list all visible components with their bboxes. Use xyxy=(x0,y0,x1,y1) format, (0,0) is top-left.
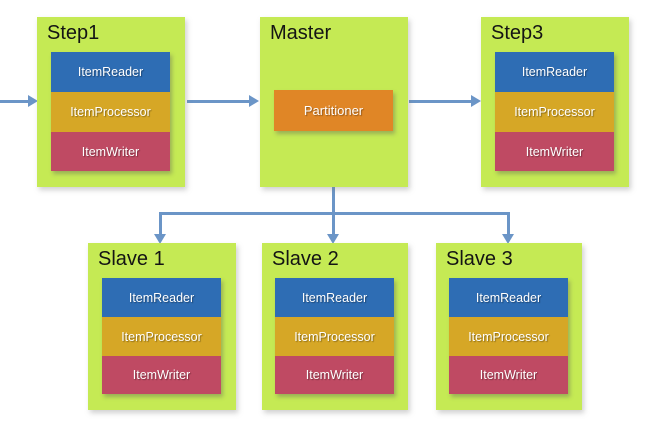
node-slave2-item-processor[interactable]: ItemProcessor xyxy=(275,317,394,356)
edge-master-to-slave2-arrowhead xyxy=(327,234,339,244)
node-slave2-title: Slave 2 xyxy=(272,248,339,270)
node-slave3-components: ItemReader ItemProcessor ItemWriter xyxy=(449,278,568,394)
edge-step1-to-master-arrowhead xyxy=(249,95,259,107)
node-slave1-title: Slave 1 xyxy=(98,248,165,270)
node-slave2-item-writer[interactable]: ItemWriter xyxy=(275,356,394,394)
node-step1-item-processor[interactable]: ItemProcessor xyxy=(51,92,170,132)
node-slave1-item-writer[interactable]: ItemWriter xyxy=(102,356,221,394)
edge-master-to-step3-line xyxy=(409,100,473,103)
node-slave1[interactable]: Slave 1 ItemReader ItemProcessor ItemWri… xyxy=(88,243,236,410)
edge-master-to-slave3-line xyxy=(507,212,510,236)
node-step1-item-writer[interactable]: ItemWriter xyxy=(51,132,170,171)
node-master-components: Partitioner xyxy=(274,90,393,131)
node-step3-item-processor[interactable]: ItemProcessor xyxy=(495,92,614,132)
node-step3-item-writer[interactable]: ItemWriter xyxy=(495,132,614,171)
edge-master-to-slave2-line xyxy=(332,212,335,236)
edge-master-to-step3-arrowhead xyxy=(471,95,481,107)
edge-master-to-slave3-arrowhead xyxy=(502,234,514,244)
node-step3-item-reader[interactable]: ItemReader xyxy=(495,52,614,92)
edge-master-to-slave1-line xyxy=(159,212,162,236)
node-slave3-item-writer[interactable]: ItemWriter xyxy=(449,356,568,394)
node-slave1-item-processor[interactable]: ItemProcessor xyxy=(102,317,221,356)
node-step1-title: Step1 xyxy=(47,22,100,44)
node-slave2-item-reader[interactable]: ItemReader xyxy=(275,278,394,317)
node-slave1-item-reader[interactable]: ItemReader xyxy=(102,278,221,317)
node-step1-item-reader[interactable]: ItemReader xyxy=(51,52,170,92)
node-step3-components: ItemReader ItemProcessor ItemWriter xyxy=(495,52,614,171)
edge-master-stem xyxy=(332,186,335,214)
edge-step1-to-master-line xyxy=(187,100,251,103)
edge-master-to-slave1-arrowhead xyxy=(154,234,166,244)
node-slave3-item-processor[interactable]: ItemProcessor xyxy=(449,317,568,356)
node-master-title: Master xyxy=(270,22,332,44)
node-slave3-title: Slave 3 xyxy=(446,248,513,270)
node-step3[interactable]: Step3 ItemReader ItemProcessor ItemWrite… xyxy=(481,17,629,187)
node-master-partitioner[interactable]: Partitioner xyxy=(274,90,393,131)
node-master[interactable]: Master Partitioner xyxy=(260,17,408,187)
edge-entry-to-step1-arrowhead xyxy=(28,95,38,107)
node-step1[interactable]: Step1 ItemReader ItemProcessor ItemWrite… xyxy=(37,17,185,187)
node-slave3-item-reader[interactable]: ItemReader xyxy=(449,278,568,317)
node-slave2-components: ItemReader ItemProcessor ItemWriter xyxy=(275,278,394,394)
node-slave2[interactable]: Slave 2 ItemReader ItemProcessor ItemWri… xyxy=(262,243,408,410)
node-step1-components: ItemReader ItemProcessor ItemWriter xyxy=(51,52,170,171)
node-slave1-components: ItemReader ItemProcessor ItemWriter xyxy=(102,278,221,394)
node-step3-title: Step3 xyxy=(491,22,544,44)
edge-entry-to-step1-line xyxy=(0,100,30,103)
node-slave3[interactable]: Slave 3 ItemReader ItemProcessor ItemWri… xyxy=(436,243,582,410)
